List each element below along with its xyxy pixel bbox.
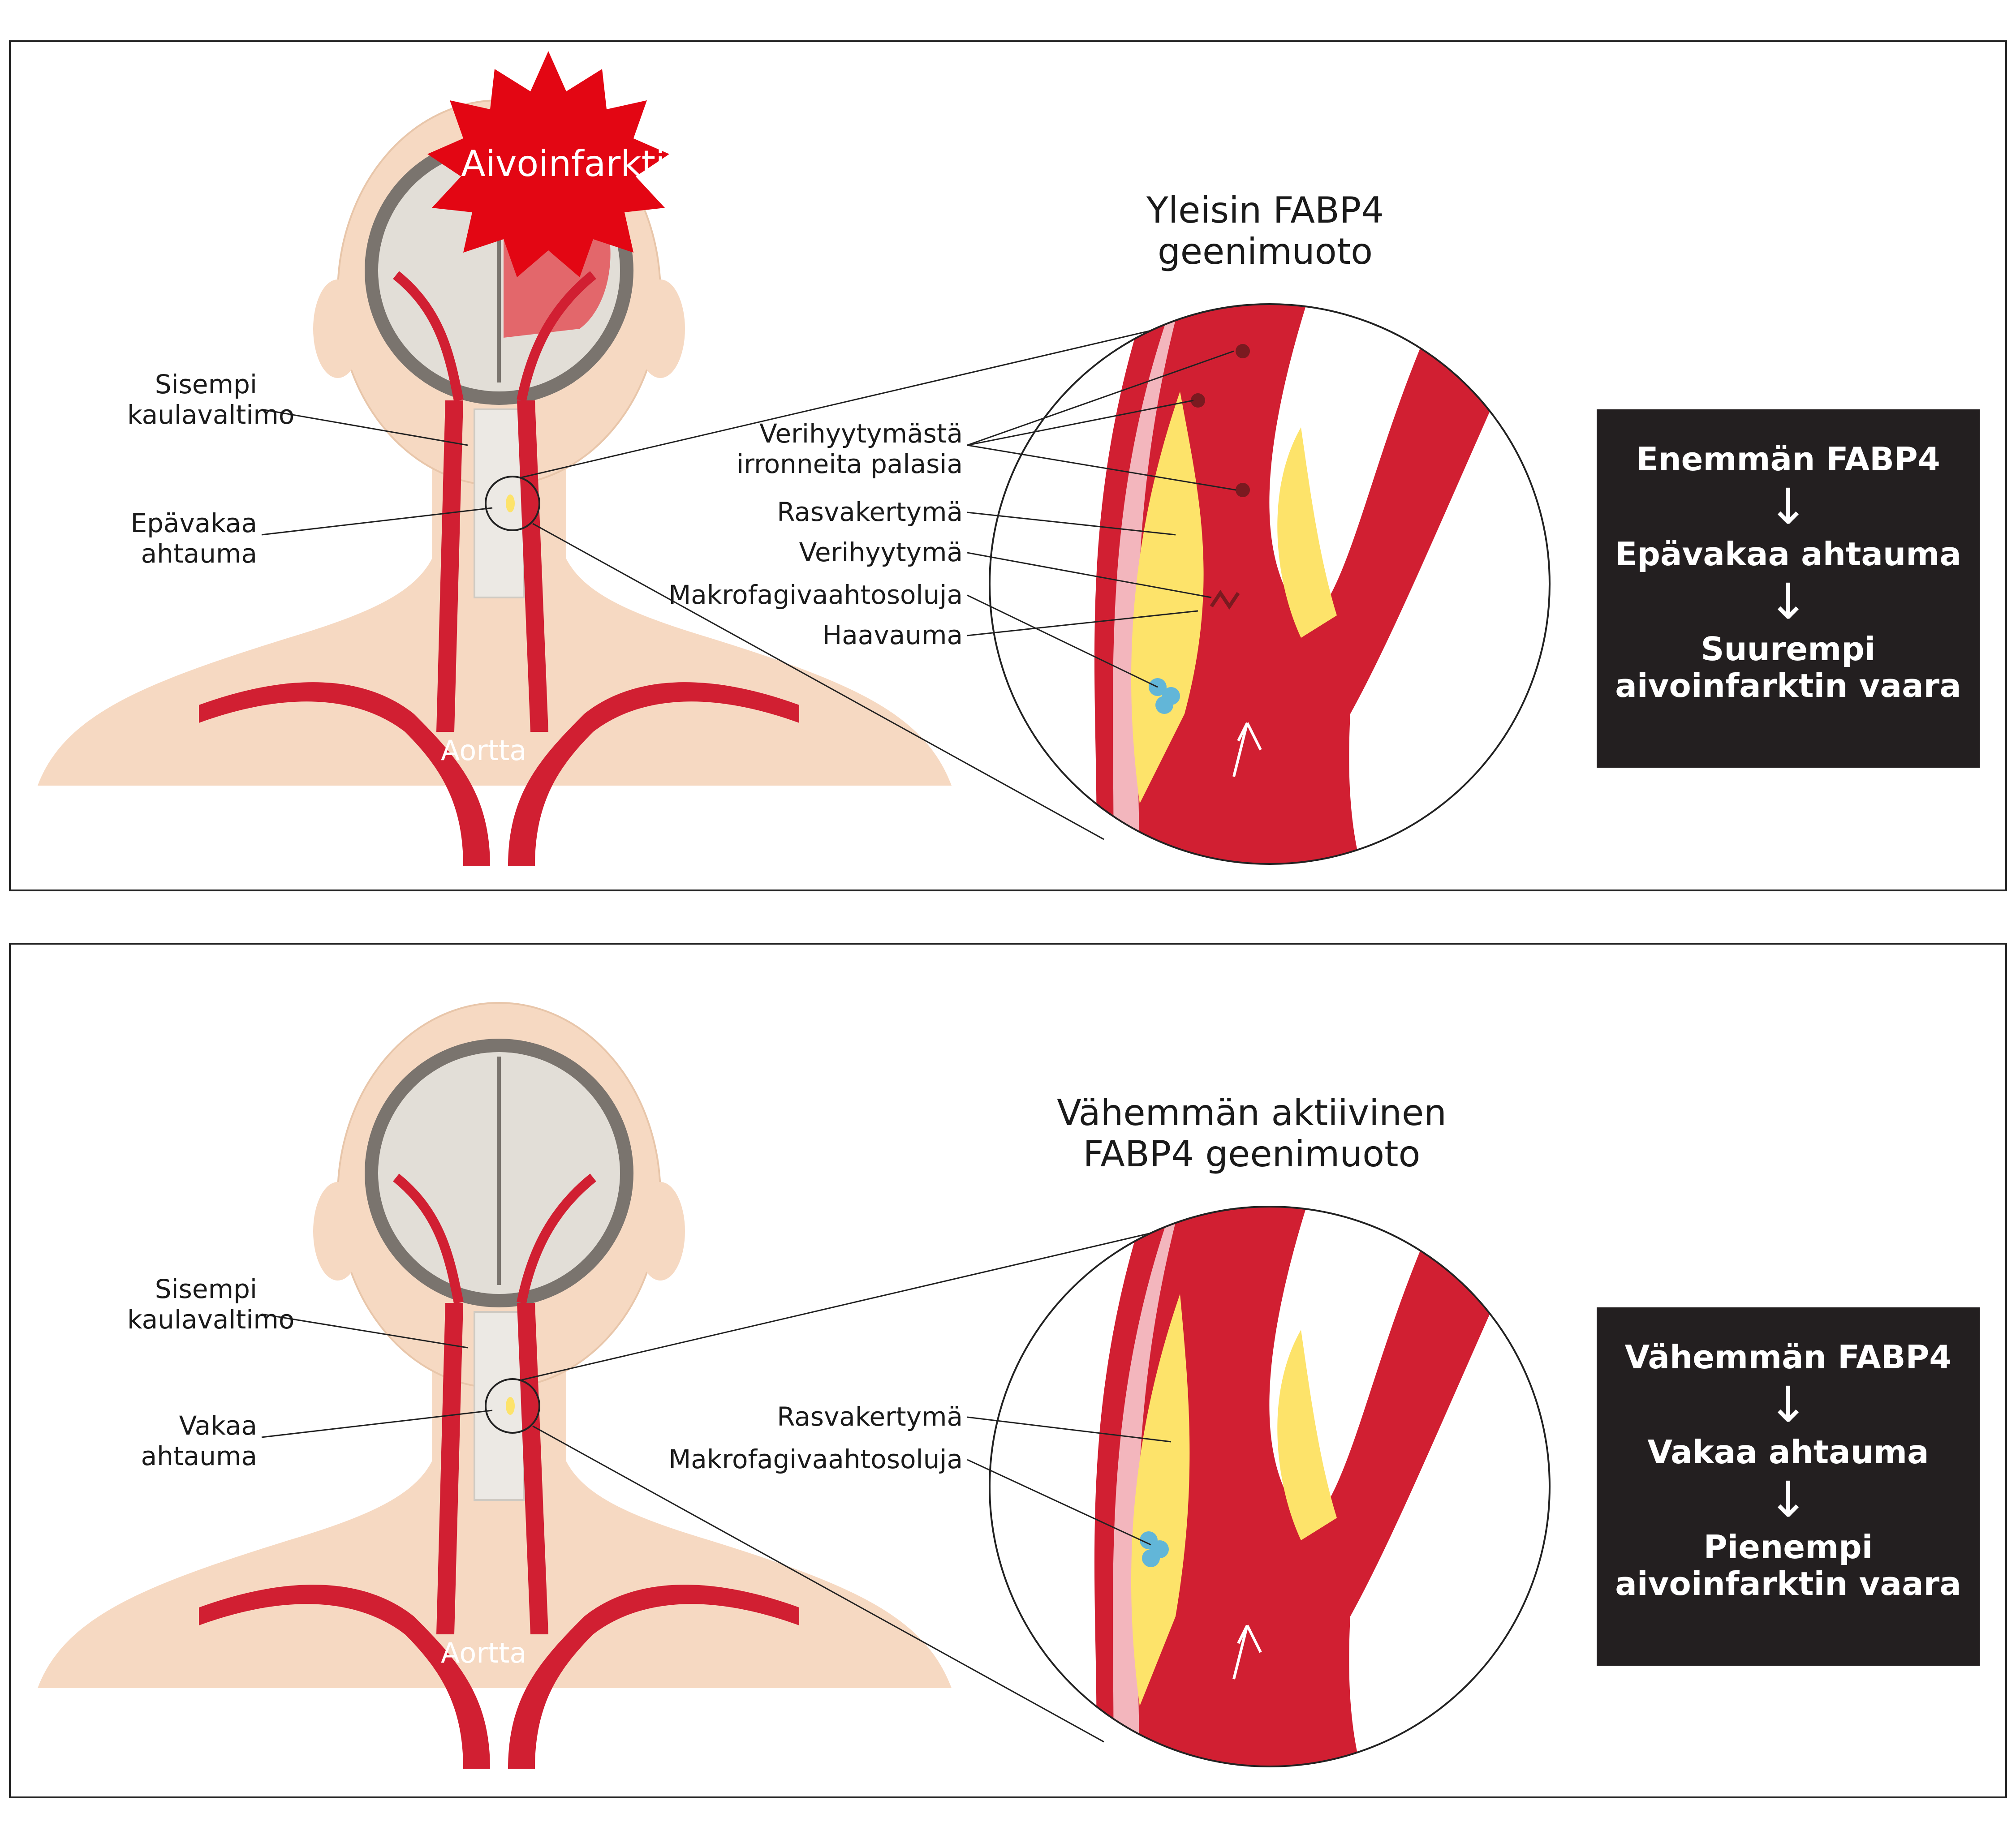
top-title-line2: geenimuoto: [1157, 231, 1373, 272]
label-sisempi-kaulavaltimo: Sisempi kaulavaltimo: [127, 369, 295, 430]
artery-carotid-left: [436, 400, 463, 732]
label-line: irronneita palasia: [737, 449, 963, 479]
leader-ahtauma: [261, 507, 493, 536]
label-verihyytyma: Verihyytymä: [799, 537, 963, 567]
zoom-line-bottom: [532, 1425, 1104, 1743]
bottom-title: Vähemmän aktiivinen FABP4 geenimuoto: [1014, 1092, 1489, 1175]
box-line2: Epävakaa ahtauma: [1615, 535, 1961, 573]
box-line1: Enemmän FABP4: [1636, 440, 1940, 478]
aortta-label: Aortta: [441, 1637, 527, 1669]
artery-carotid-right: [517, 1303, 548, 1634]
zoom-line-top: [521, 320, 1194, 478]
label-epavakaa-ahtauma: Epävakaa ahtauma: [127, 508, 257, 569]
spine: [474, 408, 525, 598]
label-line: Vakaa: [179, 1410, 257, 1441]
neck-plaque: [506, 494, 515, 512]
box-line3a: Suurempi: [1701, 630, 1876, 668]
bottom-panel: Vähemmän aktiivinen FABP4 geenimuoto Sis…: [9, 943, 2007, 1798]
spine: [474, 1311, 525, 1501]
infarct-starburst: [427, 51, 669, 277]
artery-right-arch: [508, 682, 799, 866]
leader-makrofagi: [967, 1459, 1151, 1546]
label-line: Sisempi: [155, 1274, 257, 1304]
ear-right: [636, 279, 685, 378]
artery-brain-branches: [393, 1173, 596, 1304]
leader-ahtauma: [261, 1410, 493, 1438]
outcome-box: Vähemmän FABP4 ↓ Vakaa ahtauma ↓ Pienemp…: [1597, 1307, 1980, 1666]
magnified-vessel: [1094, 1207, 1543, 1766]
label-haavauma: Haavauma: [822, 620, 963, 650]
artery-carotid-left: [436, 1303, 463, 1634]
label-verihyytymasta: Verihyytymästä irronneita palasia: [665, 418, 963, 479]
top-illustration: [38, 51, 1551, 866]
artery-left-arch: [199, 682, 490, 866]
neck-callout-circle: [485, 1378, 540, 1434]
label-line: ahtauma: [141, 538, 257, 569]
leader-palasia-3: [967, 444, 1236, 491]
zoom-line-bottom: [532, 523, 1104, 840]
box-line3b: aivoinfarktin vaara: [1615, 667, 1961, 705]
box-line3b: aivoinfarktin vaara: [1615, 1565, 1961, 1603]
label-rasvakertyma: Rasvakertymä: [777, 497, 963, 527]
box-line2: Vakaa ahtauma: [1647, 1433, 1929, 1471]
ear-right: [636, 1182, 685, 1281]
zoom-line-top: [521, 1222, 1194, 1381]
label-vakaa-ahtauma: Vakaa ahtauma: [127, 1410, 257, 1471]
neck-plaque: [506, 1397, 515, 1415]
ear-left: [313, 1182, 362, 1281]
leader-haavauma: [967, 610, 1198, 636]
bottom-illustration: [38, 1002, 1551, 1769]
box-line1: Vähemmän FABP4: [1624, 1338, 1952, 1376]
leader-makrofagi: [967, 594, 1158, 688]
bottom-title-line1: Vähemmän aktiivinen: [1057, 1092, 1447, 1134]
artery-carotid-right: [517, 400, 548, 732]
box-line3a: Pienempi: [1703, 1528, 1873, 1566]
aortta-label: Aortta: [441, 734, 527, 767]
artery-right-arch: [508, 1585, 799, 1769]
magnified-vessel: [1094, 304, 1543, 864]
leader-palasia-1: [967, 350, 1234, 446]
artery-left-arch: [199, 1585, 490, 1769]
label-line: kaulavaltimo: [127, 400, 295, 430]
top-title-line1: Yleisin FABP4: [1146, 189, 1384, 231]
ear-left: [313, 279, 362, 378]
leader-palasia-2: [967, 400, 1194, 446]
label-line: Verihyytymästä: [759, 418, 963, 449]
leader-sisempi: [261, 408, 468, 446]
down-arrow-icon: ↓: [1767, 478, 1809, 535]
down-arrow-icon: ↓: [1767, 573, 1809, 630]
top-title: Yleisin FABP4 geenimuoto: [1059, 190, 1471, 272]
label-sisempi-kaulavaltimo: Sisempi kaulavaltimo: [127, 1274, 295, 1335]
leader-verihyytyma: [967, 552, 1212, 598]
label-makrofagivaahtosoluja: Makrofagivaahtosoluja: [668, 1444, 963, 1474]
label-line: ahtauma: [141, 1441, 257, 1471]
leader-sisempi: [261, 1313, 468, 1349]
down-arrow-icon: ↓: [1767, 1471, 1809, 1528]
top-panel: Aivoinfarkti Yleisin FABP4 geenimuoto Si…: [9, 40, 2007, 891]
label-makrofagivaahtosoluja: Makrofagivaahtosoluja: [668, 580, 963, 610]
neck-callout-circle: [485, 476, 540, 531]
artery-brain-branches: [393, 271, 596, 402]
shoulders: [38, 1451, 952, 1688]
bottom-title-line2: FABP4 geenimuoto: [1083, 1133, 1421, 1175]
label-line: kaulavaltimo: [127, 1304, 295, 1335]
plaque-deposit: [1131, 391, 1204, 804]
infarct-label: Aivoinfarkti: [461, 143, 666, 185]
label-rasvakertyma: Rasvakertymä: [777, 1401, 963, 1432]
label-line: Sisempi: [155, 369, 257, 400]
label-line: Epävakaa: [130, 508, 257, 538]
down-arrow-icon: ↓: [1767, 1376, 1809, 1433]
leader-rasva: [967, 1416, 1172, 1443]
leader-rasva: [967, 511, 1176, 536]
shoulders: [38, 548, 952, 786]
plaque-deposit: [1131, 1294, 1190, 1706]
outcome-box: Enemmän FABP4 ↓ Epävakaa ahtauma ↓ Suure…: [1597, 409, 1980, 768]
